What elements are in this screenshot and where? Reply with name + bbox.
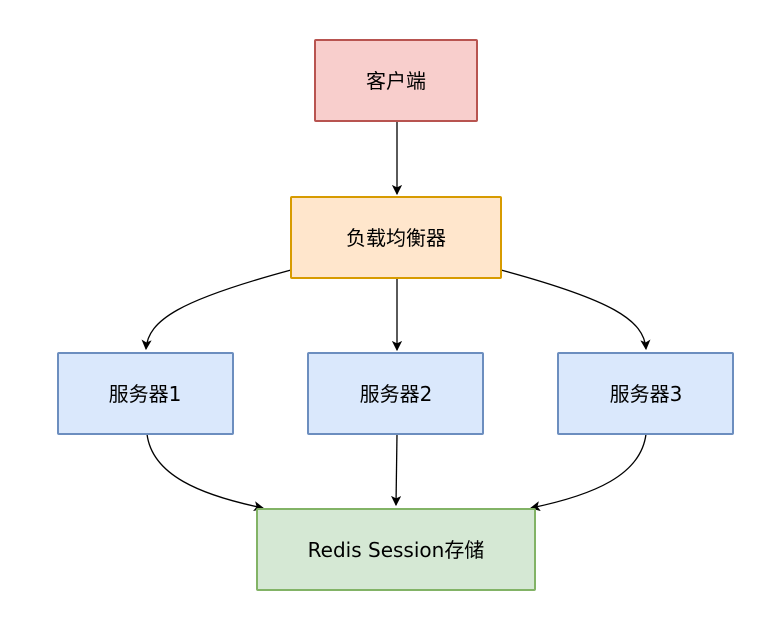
node-client: 客户端 <box>314 39 478 122</box>
node-server2-box <box>307 352 484 435</box>
node-server1-box <box>57 352 234 435</box>
edges <box>146 121 646 508</box>
node-server3: 服务器3 <box>557 352 734 435</box>
edge-server1-to-redis <box>146 433 263 508</box>
node-server2: 服务器2 <box>307 352 484 435</box>
edge-load-balancer-to-server3 <box>500 269 646 349</box>
node-redis: Redis Session存储 <box>256 508 536 591</box>
node-load-balancer-box <box>290 196 502 279</box>
node-redis-box <box>256 508 536 591</box>
node-load-balancer: 负载均衡器 <box>290 196 502 279</box>
node-redis-label: Redis Session存储 <box>308 538 485 562</box>
node-load-balancer-label: 负载均衡器 <box>346 226 446 250</box>
node-server3-box <box>557 352 734 435</box>
node-client-box <box>314 39 478 122</box>
edge-server3-to-redis <box>531 433 647 508</box>
node-client-label: 客户端 <box>366 69 426 93</box>
node-server1: 服务器1 <box>57 352 234 435</box>
edge-load-balancer-to-server1 <box>146 269 292 349</box>
node-server3-label: 服务器3 <box>610 382 683 406</box>
edge-server2-to-redis <box>396 433 397 505</box>
node-server2-label: 服务器2 <box>360 382 433 406</box>
node-server1-label: 服务器1 <box>109 382 182 406</box>
